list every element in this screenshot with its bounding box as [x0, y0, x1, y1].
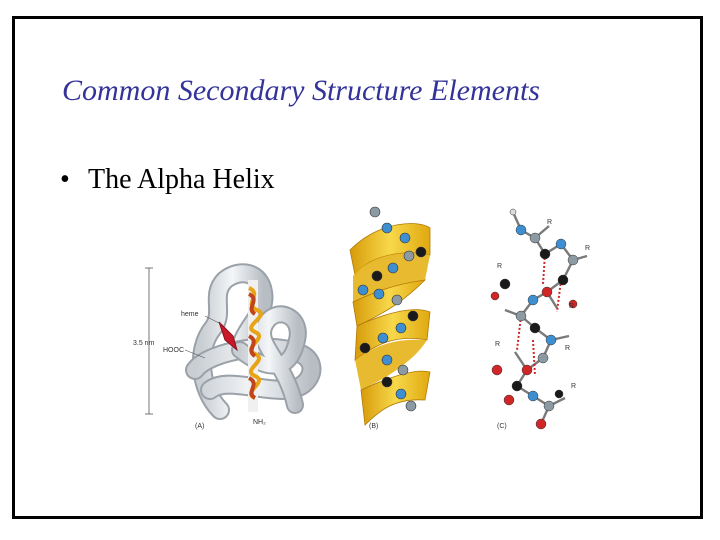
r-group-labels: R R R R R R R: [495, 219, 590, 390]
atoms-b: [357, 206, 427, 412]
scale-label: 3.5 nm: [133, 340, 155, 347]
n-terminus-label: NH₂: [253, 419, 266, 426]
panel-b: (B): [349, 206, 431, 430]
heme-group: [204, 315, 238, 352]
helix-ribbon-a: [247, 280, 263, 412]
panel-c: R R R R R R R (C): [490, 208, 590, 430]
svg-text:R: R: [495, 341, 500, 348]
alpha-helix-figure: 3.5 nm heme HOOC NH₂ (A): [133, 206, 590, 430]
c-terminus-label: HOOC: [163, 347, 184, 354]
bullet-item: • The Alpha Helix: [60, 164, 275, 196]
svg-text:R: R: [547, 219, 552, 226]
slide-title: Common Secondary Structure Elements: [62, 74, 540, 107]
svg-text:R: R: [585, 245, 590, 252]
svg-text:R: R: [569, 303, 574, 310]
panel-b-label: (B): [369, 423, 378, 430]
heme-label: heme: [181, 311, 199, 318]
panel-a-label: (A): [195, 423, 204, 430]
bullet-icon: •: [60, 164, 70, 195]
bullet-text: The Alpha Helix: [88, 164, 275, 195]
atoms-c: [490, 208, 579, 430]
panel-a: 3.5 nm heme HOOC NH₂ (A): [133, 263, 322, 430]
svg-text:R: R: [497, 263, 502, 270]
svg-text:R: R: [565, 345, 570, 352]
svg-text:R: R: [571, 383, 576, 390]
protein-tube: [185, 263, 322, 420]
panel-c-label: (C): [497, 423, 507, 430]
